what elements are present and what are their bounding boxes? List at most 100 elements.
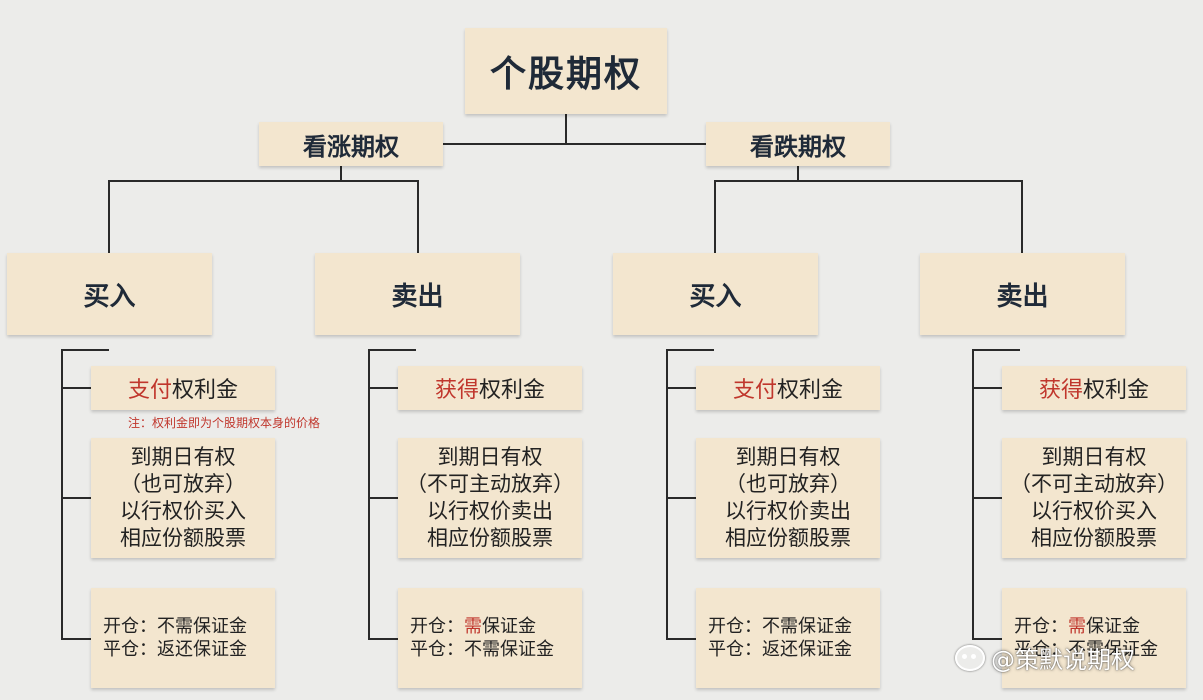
margin-call-sell-box: 开仓：需保证金 平仓：不需保证金 <box>398 588 582 688</box>
connector-col2-margin <box>368 638 398 640</box>
premium-highlight: 支付 <box>127 378 172 403</box>
rights-line: 相应份额股票 <box>120 526 246 550</box>
margin-open-highlight: 需 <box>1068 616 1086 637</box>
premium-text: 权利金 <box>777 378 844 403</box>
connector-call-sell-drop <box>417 180 419 253</box>
margin-open-line: 开仓：需保证金 <box>410 615 536 638</box>
connector-col2-spine <box>368 349 370 640</box>
premium-text: 权利金 <box>479 378 546 403</box>
connector-col1-right <box>61 497 91 499</box>
rights-line: 到期日有权 <box>735 445 841 469</box>
action-call-buy-box: 买入 <box>7 253 212 335</box>
action-call-sell-label: 卖出 <box>391 281 444 312</box>
connector-call-horizontal <box>108 180 419 182</box>
watermark-text: @策默说期权 <box>991 646 1135 674</box>
margin-open-prefix: 开仓： <box>410 616 464 637</box>
premium-highlight: 获得 <box>1038 378 1083 403</box>
margin-open-text: 不需保证金 <box>762 616 852 637</box>
margin-close-line: 平仓：返还保证金 <box>103 639 247 660</box>
rights-line: （也可放弃） <box>725 472 851 496</box>
connector-col3-margin <box>666 638 696 640</box>
connector-put-horizontal <box>714 180 1023 182</box>
rights-put-buy-box: 到期日有权 （也可放弃） 以行权价卖出 相应份额股票 <box>696 438 880 558</box>
rights-line: 到期日有权 <box>1041 445 1147 469</box>
connector-col3-prem <box>666 387 696 389</box>
connector-col4-top <box>972 349 1020 351</box>
margin-close-line: 平仓：不需保证金 <box>410 639 554 660</box>
connector-col4-margin <box>972 638 1002 640</box>
premium-text: 权利金 <box>172 378 239 403</box>
connector-col2-top <box>368 349 416 351</box>
connector-col3-right <box>666 497 696 499</box>
connector-col3-spine <box>666 349 668 640</box>
category-call-box: 看涨期权 <box>259 122 443 166</box>
margin-open-text: 保证金 <box>482 616 536 637</box>
margin-close-line: 平仓：返还保证金 <box>708 639 852 660</box>
connector-title-horizontal <box>443 143 708 145</box>
rights-line: 相应份额股票 <box>1031 526 1157 550</box>
connector-call-down <box>340 166 342 181</box>
margin-open-text: 不需保证金 <box>157 616 247 637</box>
margin-call-buy-box: 开仓：不需保证金 平仓：返还保证金 <box>91 588 275 688</box>
connector-call-buy-drop <box>108 180 110 253</box>
connector-col1-margin <box>61 638 91 640</box>
rights-line: 以行权价卖出 <box>725 499 851 523</box>
premium-put-buy-box: 支付权利金 <box>696 366 880 410</box>
margin-open-line: 开仓：不需保证金 <box>708 615 852 638</box>
premium-text: 权利金 <box>1083 378 1150 403</box>
rights-line: 到期日有权 <box>437 445 543 469</box>
margin-put-sell-box: 开仓：需保证金 平仓：不需保证金 <box>1002 588 1186 688</box>
rights-line: 相应份额股票 <box>725 526 851 550</box>
margin-open-line: 开仓：不需保证金 <box>103 615 247 638</box>
rights-line: （不可主动放弃） <box>1010 472 1178 496</box>
connector-put-buy-drop <box>714 180 716 253</box>
premium-call-buy-box: 支付权利金 <box>91 366 275 410</box>
rights-line: 以行权价卖出 <box>427 499 553 523</box>
category-put-label: 看跌期权 <box>750 132 846 161</box>
premium-highlight: 支付 <box>732 378 777 403</box>
margin-open-text: 保证金 <box>1086 616 1140 637</box>
connector-col4-prem <box>972 387 1002 389</box>
action-put-sell-label: 卖出 <box>996 281 1049 312</box>
rights-line: 以行权价买入 <box>1031 499 1157 523</box>
rights-put-sell-box: 到期日有权 （不可主动放弃） 以行权价买入 相应份额股票 <box>1002 438 1186 558</box>
watermark: @策默说期权 <box>955 640 1135 675</box>
margin-open-prefix: 开仓： <box>708 616 762 637</box>
category-call-label: 看涨期权 <box>303 132 399 161</box>
connector-col2-prem <box>368 387 398 389</box>
margin-open-line: 开仓：需保证金 <box>1014 615 1140 638</box>
rights-line: 相应份额股票 <box>427 526 553 550</box>
wechat-logo-icon <box>955 644 985 671</box>
connector-col1-spine <box>61 349 63 640</box>
rights-call-sell-box: 到期日有权 （不可主动放弃） 以行权价卖出 相应份额股票 <box>398 438 582 558</box>
margin-open-prefix: 开仓： <box>1014 616 1068 637</box>
category-put-box: 看跌期权 <box>706 122 890 166</box>
connector-put-sell-drop <box>1021 180 1023 253</box>
premium-call-sell-box: 获得权利金 <box>398 366 582 410</box>
action-put-sell-box: 卖出 <box>920 253 1125 335</box>
action-put-buy-box: 买入 <box>613 253 818 335</box>
diagram-title: 个股期权 <box>489 54 642 95</box>
rights-line: 到期日有权 <box>130 445 236 469</box>
diagram-title-box: 个股期权 <box>465 28 667 114</box>
connector-col3-top <box>666 349 714 351</box>
connector-put-down <box>797 166 799 181</box>
margin-close-line: 平仓：不需保证金 <box>1014 639 1158 660</box>
action-call-sell-box: 卖出 <box>315 253 520 335</box>
rights-call-buy-box: 到期日有权 （也可放弃） 以行权价买入 相应份额股票 <box>91 438 275 558</box>
margin-put-buy-box: 开仓：不需保证金 平仓：返还保证金 <box>696 588 880 688</box>
connector-col1-top <box>61 349 109 351</box>
premium-note: 注：权利金即为个股期权本身的价格 <box>128 416 321 430</box>
premium-put-sell-box: 获得权利金 <box>1002 366 1186 410</box>
margin-open-prefix: 开仓： <box>103 616 157 637</box>
rights-line: （不可主动放弃） <box>406 472 574 496</box>
connector-col2-right <box>368 497 398 499</box>
connector-col1-prem <box>61 387 91 389</box>
connector-col4-spine <box>972 349 974 640</box>
action-put-buy-label: 买入 <box>689 281 742 312</box>
margin-open-highlight: 需 <box>464 616 482 637</box>
connector-title-down <box>565 114 567 144</box>
action-call-buy-label: 买入 <box>83 281 136 312</box>
rights-line: 以行权价买入 <box>120 499 246 523</box>
connector-col4-right <box>972 497 1002 499</box>
